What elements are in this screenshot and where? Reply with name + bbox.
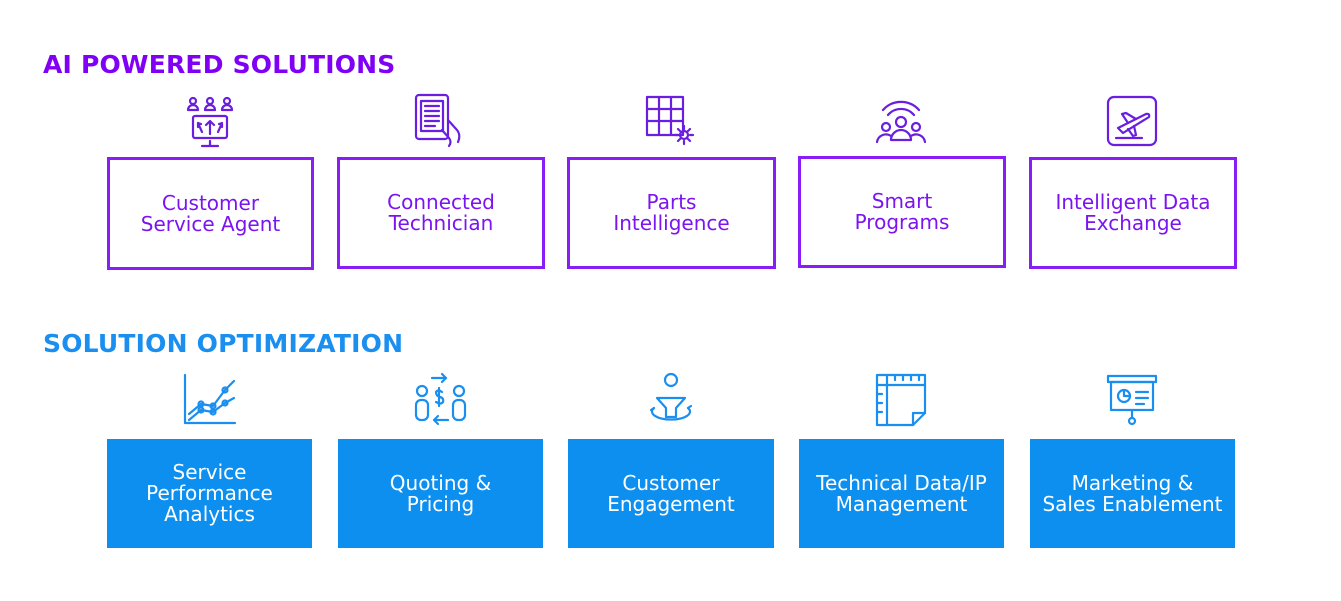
box-label: Customer Service Agent [140,190,281,236]
box-label: Service Performance Analytics [146,460,273,526]
service-performance-analytics-box: Service Performance Analytics [107,439,312,548]
box-label: Connected Technician [387,190,495,235]
box-label: Marketing & Sales Enablement [1042,470,1223,516]
airplane-icon [1104,94,1160,150]
box-label: Customer Engagement [607,470,735,516]
box-label: Intelligent Data Exchange [1055,190,1211,235]
tablet-hand-icon [412,92,468,148]
intelligent-data-exchange-box: Intelligent Data Exchange [1029,157,1237,269]
connected-technician-box: Connected Technician [337,157,545,269]
group-wifi-icon [873,94,929,150]
marketing-sales-enablement-box: Marketing & Sales Enablement [1030,439,1235,548]
line-chart-icon [182,372,238,428]
solution-optimization-title: SOLUTION OPTIMIZATION [43,329,404,358]
box-label: Smart Programs [854,189,950,234]
parts-intelligence-box: Parts Intelligence [567,157,776,269]
customer-engagement-box: Customer Engagement [568,439,774,548]
box-label: Parts Intelligence [613,190,730,235]
box-label: Quoting & Pricing [389,470,492,516]
people-exchange-icon [412,372,468,428]
technical-data-ip-management-box: Technical Data/IP Management [799,439,1004,548]
box-label: Technical Data/IP Management [816,470,987,516]
customer-service-agent-box: Customer Service Agent [107,157,314,270]
person-funnel-icon [643,372,699,428]
people-monitor-icon [182,94,238,150]
ai-powered-solutions-title: AI POWERED SOLUTIONS [43,50,396,79]
smart-programs-box: Smart Programs [798,156,1006,268]
quoting-pricing-box: Quoting & Pricing [338,439,543,548]
grid-gear-icon [643,94,699,150]
blueprint-icon [873,372,929,428]
presentation-board-icon [1104,372,1160,428]
